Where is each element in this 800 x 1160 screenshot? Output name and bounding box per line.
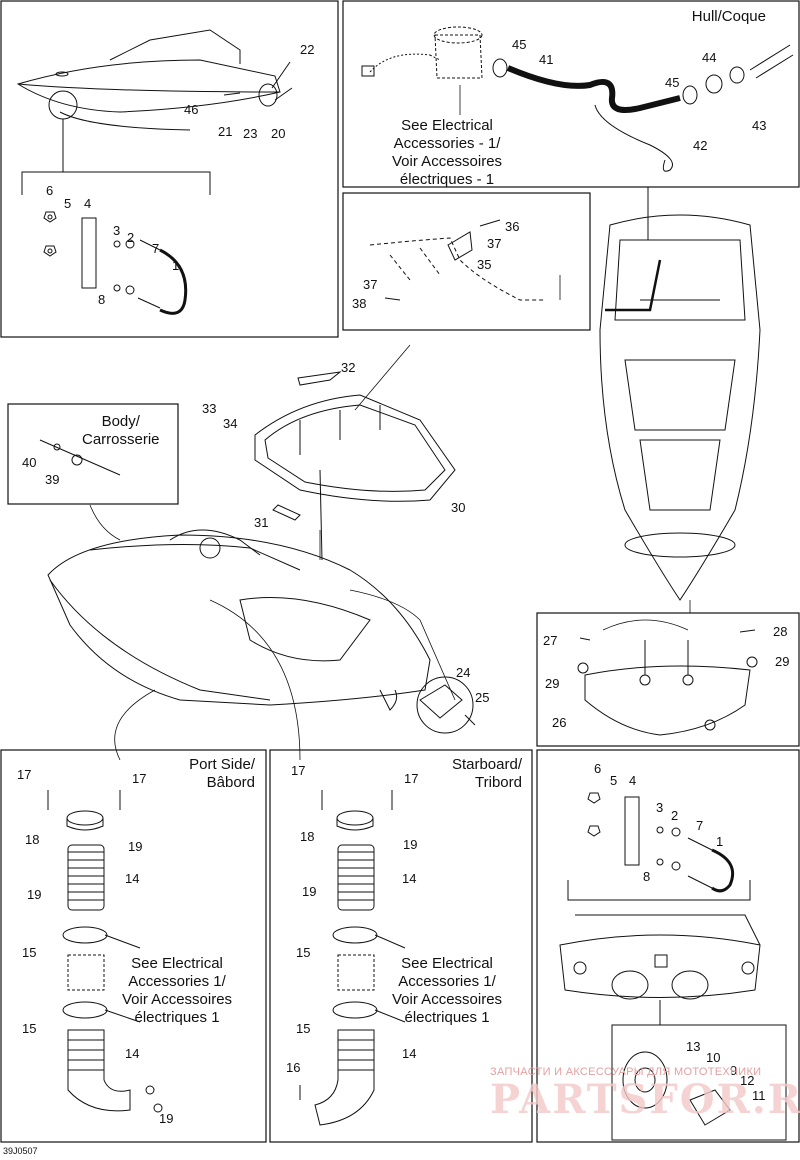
deck-detail — [369, 219, 545, 301]
callout-42: 42 — [693, 138, 708, 153]
callout-43: 43 — [752, 118, 767, 133]
callout-34: 34 — [223, 416, 238, 431]
callout-28: 28 — [773, 624, 788, 639]
header-starboard: Starboard/ Tribord — [451, 756, 522, 791]
callout-33: 33 — [202, 401, 217, 416]
callout-5: 5 — [64, 196, 72, 211]
callout-22: 22 — [300, 42, 315, 57]
callout-39: 39 — [45, 472, 60, 487]
callout-27: 27 — [543, 633, 558, 648]
callout-44: 44 — [702, 50, 717, 65]
callout-9: 9 — [730, 1063, 738, 1078]
callout-2b: 2 — [671, 808, 679, 823]
header-body: Body/ Carrosserie — [82, 413, 160, 448]
callout-40: 40 — [22, 455, 37, 470]
callout-31: 31 — [254, 515, 269, 530]
rear-panel-assembly — [577, 619, 758, 736]
callout-3b: 3 — [656, 800, 664, 815]
callout-17b: 17 — [132, 771, 147, 786]
callout-15b: 15 — [22, 1021, 37, 1036]
callout-1b: 1 — [716, 834, 724, 849]
callout-24: 24 — [456, 665, 471, 680]
header-hull: Hull/Coque — [691, 8, 766, 25]
tow-eye-assembly — [16, 29, 293, 315]
deck-mat — [254, 371, 456, 561]
callout-8b: 8 — [643, 869, 651, 884]
callout-2: 2 — [127, 230, 135, 245]
callout-26: 26 — [552, 715, 567, 730]
callout-6b: 6 — [594, 761, 602, 776]
hull-top-view — [599, 187, 761, 601]
callout-13: 13 — [686, 1039, 701, 1054]
callout-6: 6 — [46, 183, 54, 198]
diagram-code: 39J0507 — [3, 1146, 38, 1156]
callout-19d: 19 — [403, 837, 418, 852]
callout-30: 30 — [451, 500, 466, 515]
callout-35: 35 — [477, 257, 492, 272]
callout-41: 41 — [539, 52, 554, 67]
drain-hose-assembly — [361, 26, 794, 172]
callout-16: 16 — [286, 1060, 301, 1075]
watermark-caption: ЗАПЧАСТИ И АКСЕССУАРЫ ДЛЯ МОТОТЕХНИКИ — [490, 1066, 762, 1078]
callout-45b: 45 — [665, 75, 680, 90]
leader-lines — [89, 85, 691, 761]
port-vent-hose — [47, 790, 163, 1113]
callout-14a: 14 — [125, 871, 140, 886]
callout-17d: 17 — [404, 771, 419, 786]
callout-12: 12 — [740, 1073, 755, 1088]
callout-32: 32 — [341, 360, 356, 375]
callout-3: 3 — [113, 223, 121, 238]
callout-15c: 15 — [296, 945, 311, 960]
callout-14d: 14 — [402, 1046, 417, 1061]
callout-11: 11 — [752, 1088, 766, 1103]
header-port-side: Port Side/ Bâbord — [189, 756, 255, 791]
callout-29b: 29 — [775, 654, 790, 669]
callout-4: 4 — [84, 196, 92, 211]
callout-10: 10 — [706, 1050, 721, 1065]
note-electrical-starboard: See Electrical Accessories 1/ Voir Acces… — [392, 955, 503, 1026]
callout-37b: 37 — [363, 277, 378, 292]
callout-14b: 14 — [125, 1046, 140, 1061]
callout-7b: 7 — [696, 818, 704, 833]
callout-46: 46 — [184, 102, 199, 117]
note-electrical-top: See Electrical Accessories - 1/ Voir Acc… — [392, 117, 503, 188]
callout-25: 25 — [475, 690, 490, 705]
callout-19c: 19 — [159, 1111, 174, 1126]
callout-7: 7 — [152, 241, 160, 256]
callout-19b: 19 — [27, 887, 42, 902]
callout-4b: 4 — [629, 773, 637, 788]
callout-18b: 18 — [300, 829, 315, 844]
callout-21: 21 — [218, 124, 233, 139]
note-electrical-port: See Electrical Accessories 1/ Voir Acces… — [122, 955, 233, 1026]
callout-18: 18 — [25, 832, 40, 847]
body-rivet-detail — [39, 439, 121, 476]
callout-29a: 29 — [545, 676, 560, 691]
callout-19e: 19 — [302, 884, 317, 899]
callout-38: 38 — [352, 296, 367, 311]
callout-8: 8 — [98, 292, 106, 307]
callout-19a: 19 — [128, 839, 143, 854]
boat-main-view — [47, 529, 476, 734]
callout-45a: 45 — [512, 37, 527, 52]
callout-20: 20 — [271, 126, 286, 141]
callout-36: 36 — [505, 219, 520, 234]
callout-37a: 37 — [487, 236, 502, 251]
callout-5b: 5 — [610, 773, 618, 788]
watermark-logo: PARTSFOR.RU — [490, 1076, 800, 1123]
stern-eye-drain-assembly — [559, 792, 787, 1141]
callout-23: 23 — [243, 126, 258, 141]
callout-17c: 17 — [291, 763, 306, 778]
starboard-vent-hose — [299, 790, 406, 1126]
callout-1: 1 — [172, 258, 180, 273]
callout-15d: 15 — [296, 1021, 311, 1036]
callout-17a: 17 — [17, 767, 32, 782]
callout-15a: 15 — [22, 945, 37, 960]
callout-14c: 14 — [402, 871, 417, 886]
